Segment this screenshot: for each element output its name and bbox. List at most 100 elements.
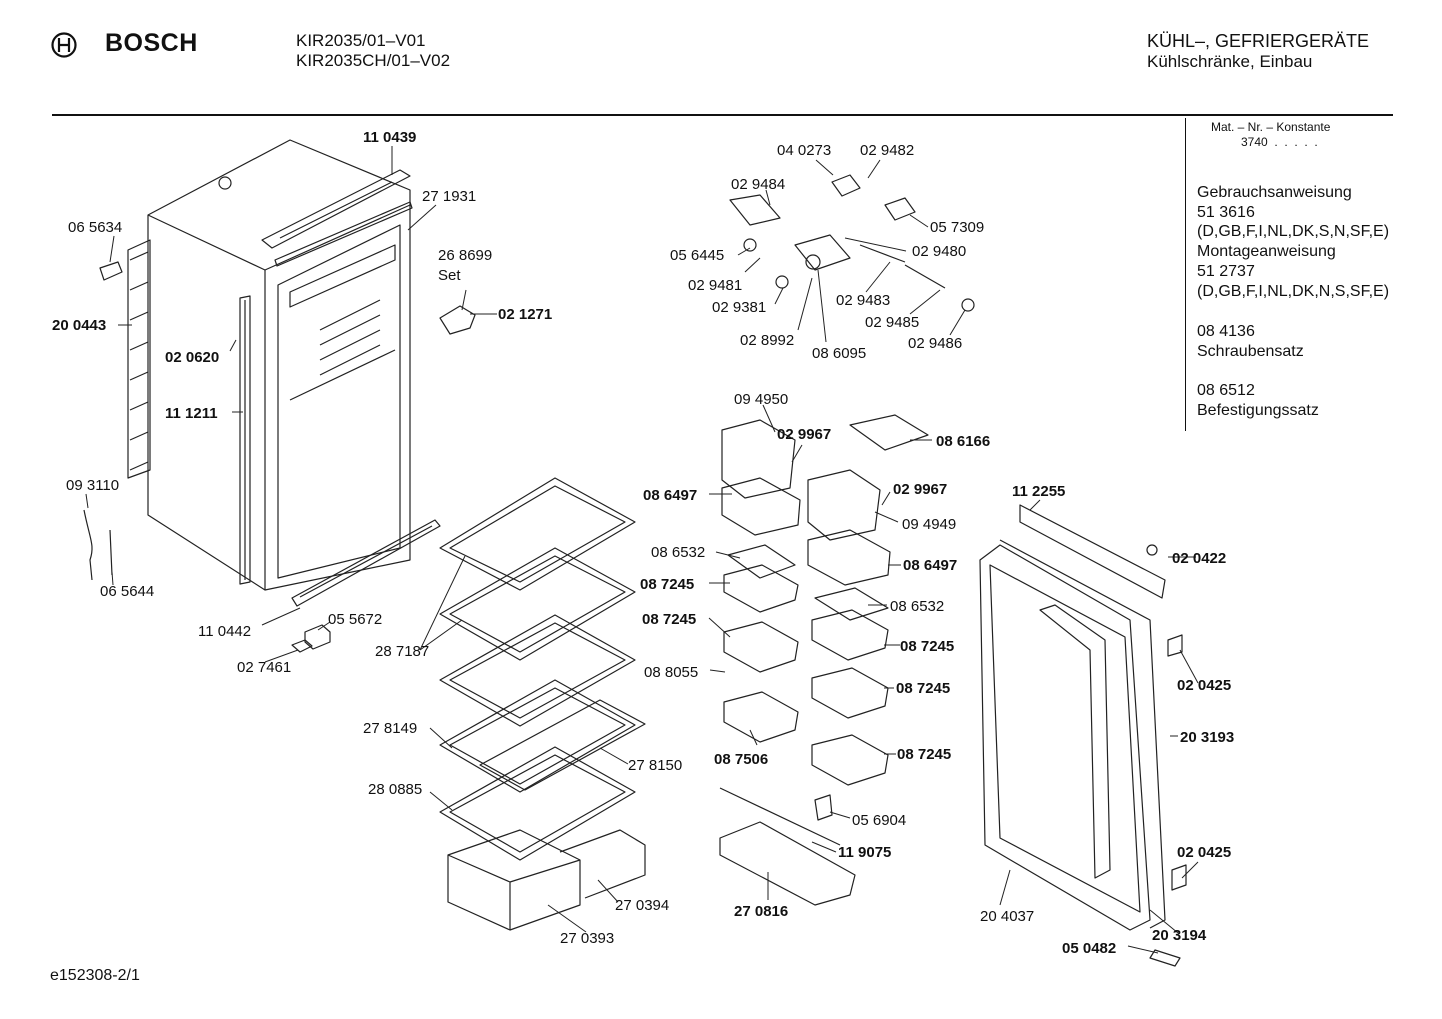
part-label: 08 7506 — [714, 751, 768, 768]
part-label: 05 6445 — [670, 247, 724, 264]
part-label: 05 0482 — [1062, 940, 1116, 957]
part-label: 02 0422 — [1172, 550, 1226, 567]
crisper-drawers — [447, 829, 646, 931]
sidebar-line: 51 3616 — [1197, 204, 1255, 221]
part-label: 08 6166 — [936, 433, 990, 450]
part-label: 02 9485 — [865, 314, 919, 331]
part-label: 08 6532 — [651, 544, 705, 561]
screw-065634 — [99, 261, 123, 281]
part-label: 02 0425 — [1177, 844, 1231, 861]
model-number-1: KIR2035/01–V01 — [296, 31, 426, 50]
sidebar-line: 08 6512 — [1197, 382, 1255, 399]
part-label: 09 4950 — [734, 391, 788, 408]
sidebar-line: 51 2737 — [1197, 263, 1255, 280]
sidebar-line: Schraubensatz — [1197, 343, 1304, 360]
part-label: 08 7245 — [896, 680, 950, 697]
part-label: 08 6532 — [890, 598, 944, 615]
part-label: 09 4949 — [902, 516, 956, 533]
part-label: 06 5634 — [68, 219, 122, 236]
documentation-sidebar: Mat. – Nr. – Konstante 3740 . . . . . Ge… — [1185, 118, 1396, 431]
sidebar-line: (D,GB,F,I,NL,DK,N,S,SF,E) — [1197, 283, 1390, 300]
part-label: 05 6904 — [852, 812, 906, 829]
part-label: 02 9967 — [893, 481, 947, 498]
door-assembly — [979, 504, 1187, 967]
part-label: 05 7309 — [930, 219, 984, 236]
part-label: 27 0816 — [734, 903, 788, 920]
part-labels: 11 0439 27 1931 06 5634 26 8699 Set 02 1… — [52, 129, 1234, 957]
cabinet-body — [147, 139, 411, 591]
part-label: 20 0443 — [52, 317, 106, 334]
part-label: 02 8992 — [740, 332, 794, 349]
bosch-armature-icon — [51, 32, 77, 58]
part-label: 11 0442 — [198, 623, 251, 640]
part-label: 08 7245 — [900, 638, 954, 655]
hinge-268699 — [439, 305, 476, 335]
part-label: 11 0439 — [363, 129, 416, 146]
part-label: 08 6497 — [643, 487, 697, 504]
part-label: 11 9075 — [838, 844, 891, 861]
part-label: 20 3193 — [1180, 729, 1234, 746]
part-label: 02 9486 — [908, 335, 962, 352]
brand-name: BOSCH — [105, 29, 198, 57]
trim-strip — [274, 201, 413, 267]
sidebar-line: Gebrauchsanweisung — [1197, 184, 1352, 201]
part-label: 27 1931 — [422, 188, 476, 205]
part-label: Set — [438, 267, 461, 284]
thermostat-assembly — [729, 174, 975, 312]
sidebar-line: Montageanweisung — [1197, 243, 1336, 260]
part-label: 08 7245 — [897, 746, 951, 763]
drawing-code: e152308-2/1 — [50, 967, 140, 984]
sensor-cable — [83, 509, 113, 581]
part-label: 08 7245 — [642, 611, 696, 628]
header-divider — [52, 114, 1393, 116]
mat-nr-value: 3740 . . . . . — [1241, 135, 1318, 149]
category-subtitle: Kühlschränke, Einbau — [1147, 52, 1313, 71]
part-label: 11 2255 — [1012, 483, 1065, 500]
part-label: 27 8149 — [363, 720, 417, 737]
part-label: 08 8055 — [644, 664, 698, 681]
part-label: 09 3110 — [66, 477, 119, 494]
part-label: 04 0273 — [777, 142, 831, 159]
clip-027461 — [291, 639, 313, 653]
part-label: 02 1271 — [498, 306, 552, 323]
part-label: 27 0394 — [615, 897, 669, 914]
part-label: 08 6095 — [812, 345, 866, 362]
clip-055672 — [304, 624, 331, 650]
category-title: KÜHL–, GEFRIERGERÄTE — [1147, 31, 1370, 51]
sidebar-line: (D,GB,F,I,NL,DK,S,N,SF,E) — [1197, 223, 1390, 240]
part-label: 27 8150 — [628, 757, 682, 774]
part-label: 08 7245 — [640, 576, 694, 593]
part-label: 08 6497 — [903, 557, 957, 574]
part-label: 28 7187 — [375, 643, 429, 660]
mat-nr-label: Mat. – Nr. – Konstante — [1211, 120, 1331, 134]
sidebar-line: 08 4136 — [1197, 323, 1255, 340]
part-label: 11 1211 — [165, 405, 218, 422]
model-number-2: KIR2035CH/01–V02 — [296, 51, 451, 70]
part-label: 02 0620 — [165, 349, 219, 366]
part-label: 02 9381 — [712, 299, 766, 316]
glass-shelves — [439, 477, 646, 861]
part-label: 02 9483 — [836, 292, 890, 309]
part-label: 06 5644 — [100, 583, 154, 600]
part-label: 02 9484 — [731, 176, 785, 193]
leader-lines — [85, 146, 1199, 954]
sidebar-line: Befestigungssatz — [1197, 402, 1319, 419]
part-label: 20 3194 — [1152, 927, 1207, 944]
condenser-coil — [127, 239, 151, 479]
part-label: 02 9967 — [777, 426, 831, 443]
part-label: 27 0393 — [560, 930, 614, 947]
part-label: 02 9482 — [860, 142, 914, 159]
part-label: 02 7461 — [237, 659, 291, 676]
part-label: 05 5672 — [328, 611, 382, 628]
part-label: 26 8699 — [438, 247, 492, 264]
part-label: 28 0885 — [368, 781, 422, 798]
part-label: 02 9481 — [688, 277, 742, 294]
door-compartments — [719, 414, 929, 906]
part-label: 20 4037 — [980, 908, 1034, 925]
part-label: 02 9480 — [912, 243, 966, 260]
part-label: 02 0425 — [1177, 677, 1231, 694]
bottom-rail — [291, 519, 441, 607]
top-hinge-rail — [261, 169, 411, 249]
